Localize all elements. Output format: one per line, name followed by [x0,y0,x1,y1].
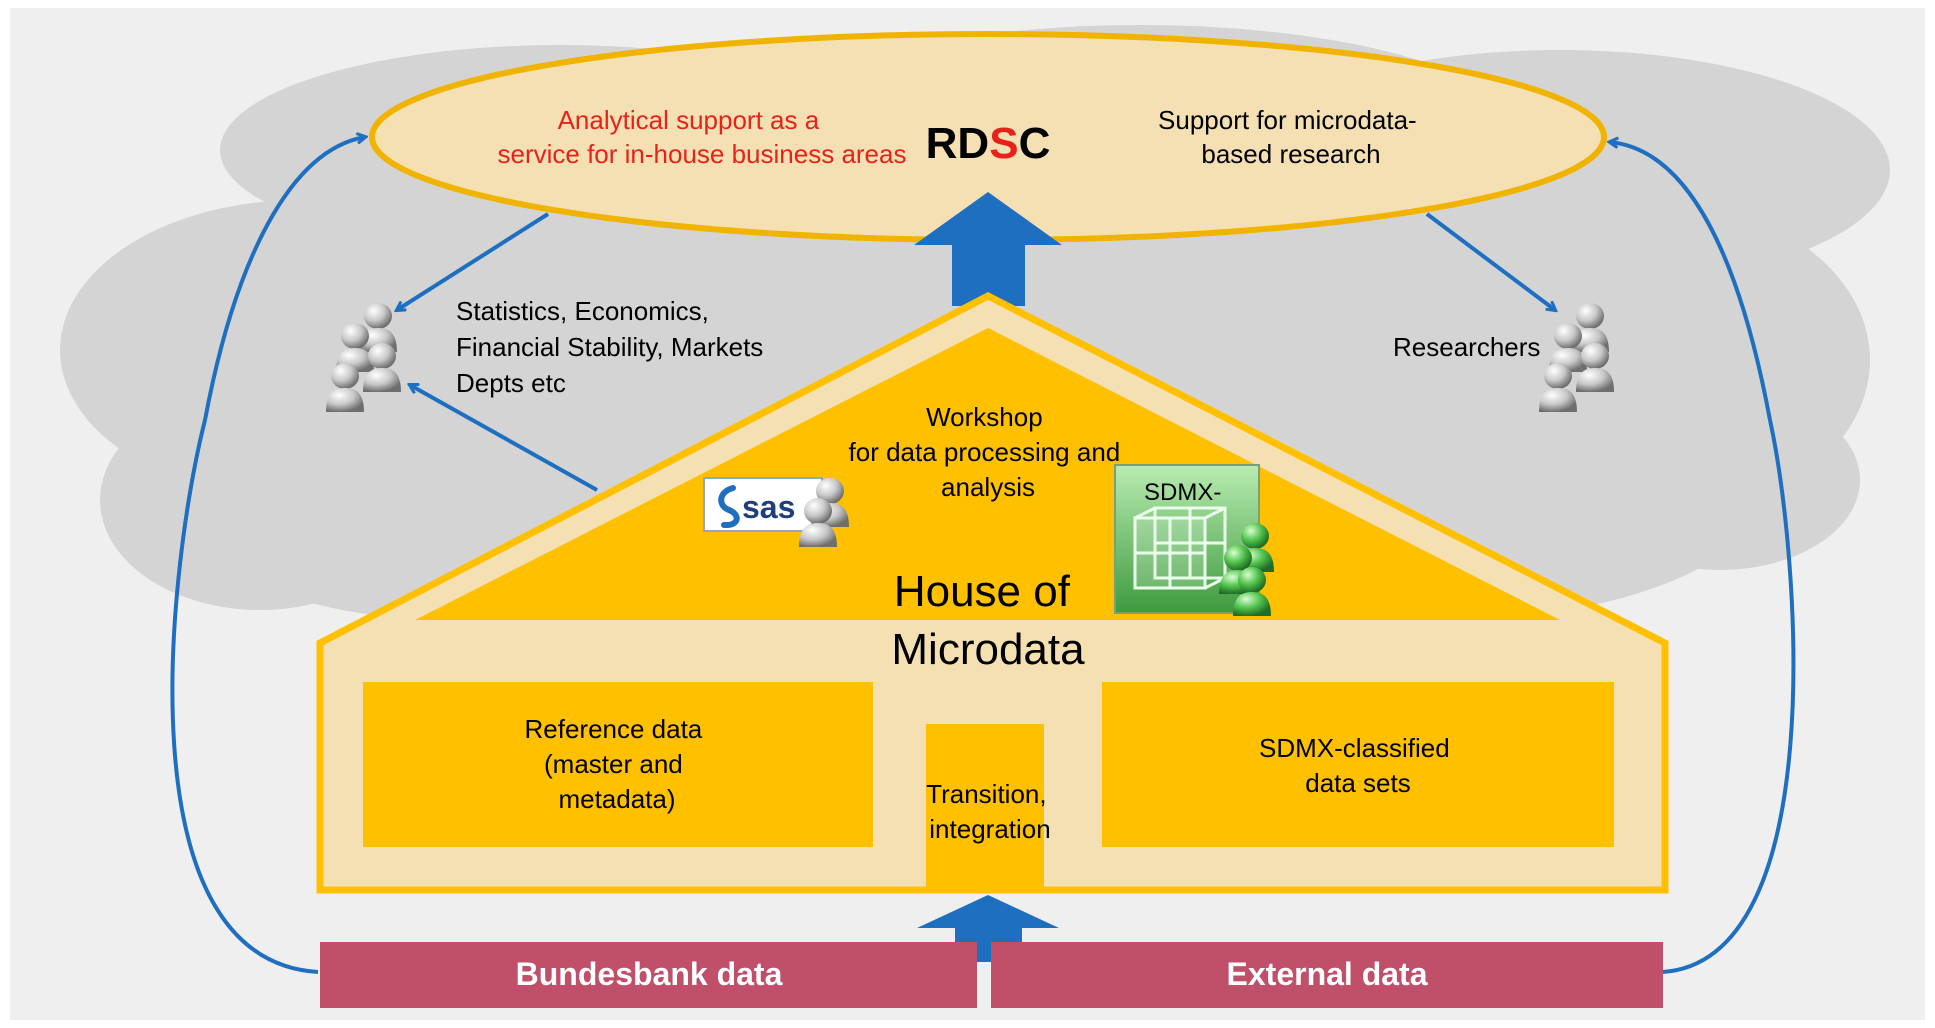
users-left-line-3: Depts etc [456,368,566,398]
sdmx-tool: SDMX- [1114,464,1274,616]
house-title-line-2: Microdata [891,625,1085,674]
transition-line-2: integration [929,814,1050,844]
rdsc-left-line-2: service for in-house business areas [498,139,907,169]
workshop-label: Workshop for data processing and analysi… [849,402,1128,502]
rdsc-left-line-1: Analytical support as a [558,105,820,135]
sdmx-datasets-label: SDMX-classified data sets [1259,733,1457,798]
sas-swirl-icon [718,485,740,529]
sas-logo-text: sas [742,489,795,525]
house-of-microdata [316,292,1669,894]
rdsc-title-highlight: S [989,119,1018,168]
arrow-sources-to-house [917,895,1059,962]
reference-data-line-3: metadata) [558,784,675,814]
left-loop-arrow [170,137,365,974]
rdsc-title-suffix: C [1019,119,1051,168]
reference-data-label: Reference data (master and metadata) [524,714,709,814]
sdmx-datasets-line-1: SDMX-classified [1259,733,1450,763]
external-data-bar [991,942,1663,1008]
data-cube-icon [1133,506,1227,590]
bundesbank-data-bar [320,942,977,1008]
users-right-label: Researchers [1393,332,1540,362]
workshop-line-3: analysis [941,472,1035,502]
rdsc-left-text: Analytical support as a service for in-h… [498,105,907,169]
house-title-line-1: House of [894,567,1071,616]
house-roof-inner [415,328,1560,620]
users-left-line-1: Statistics, Economics, [456,296,709,326]
house-title: House of Microdata [891,567,1085,674]
rdsc-title: RDSC [926,119,1051,168]
workshop-line-2: for data processing and [849,437,1121,467]
users-left-line-2: Financial Stability, Markets [456,332,763,362]
reference-data-line-1: Reference data [524,714,702,744]
rdsc-right-text: Support for microdata- based research [1158,105,1424,169]
arrow-rdsc-to-depts [397,212,550,310]
users-left-label: Statistics, Economics, Financial Stabili… [456,296,771,398]
transition-box [926,724,1044,890]
bundesbank-data-label: Bundesbank data [516,956,783,992]
sas-logo: sas [703,477,849,547]
sdmx-tool-label: SDMX- [1144,479,1221,506]
sdmx-datasets-line-2: data sets [1305,768,1411,798]
rdsc-title-prefix: RD [926,119,990,168]
rdsc-right-line-1: Support for microdata- [1158,105,1417,135]
arrow-house-to-rdsc [914,192,1062,276]
reference-data-line-2: (master and [544,749,683,779]
rdsc-right-line-2: based research [1201,139,1380,169]
external-data-label: External data [1227,956,1428,992]
transition-line-1: Transition, [926,779,1046,809]
arrow-house-to-depts [410,385,598,492]
right-loop-arrow [1610,142,1796,974]
workshop-line-1: Workshop [926,402,1043,432]
arrow-rdsc-to-researchers [1425,212,1555,310]
reference-data-box [363,682,873,847]
sdmx-datasets-box [1102,682,1614,847]
transition-label: Transition, integration [926,779,1054,844]
